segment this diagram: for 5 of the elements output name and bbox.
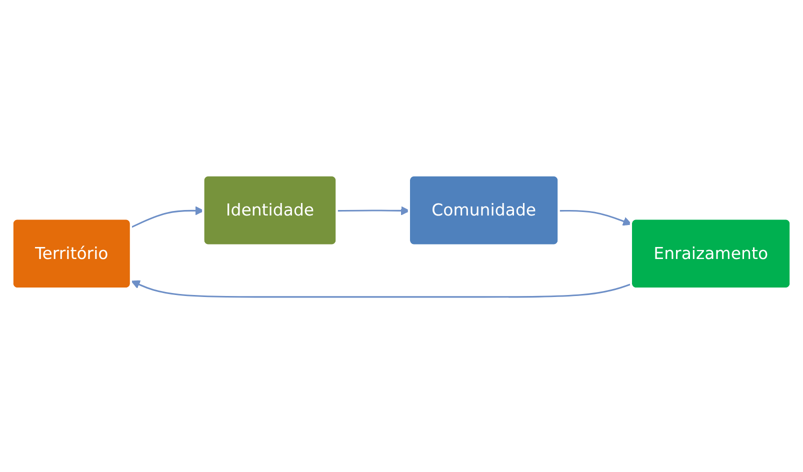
arrow — [337, 206, 410, 216]
arrow — [131, 206, 204, 228]
cycle-diagram: Território Identidade Comunidade Enraizamento — [4, 166, 799, 306]
arrow — [131, 280, 632, 298]
arrow — [559, 210, 632, 226]
